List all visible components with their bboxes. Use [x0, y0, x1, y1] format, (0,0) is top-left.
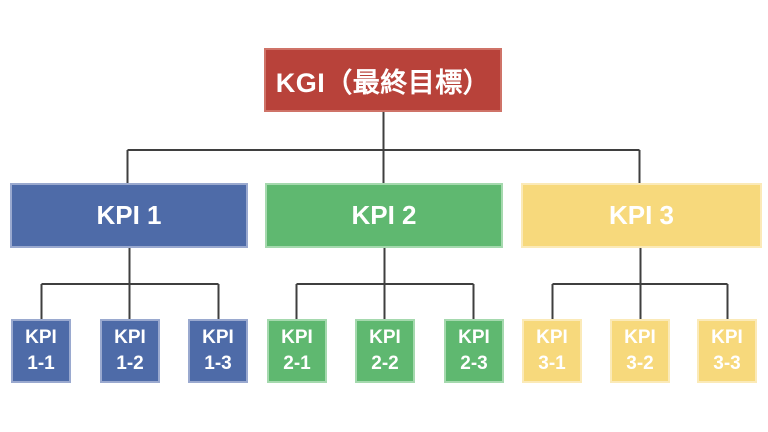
- kgi-root-label: KGI（最終目標）: [275, 67, 491, 98]
- kpi2-1-node: KPI 2-1: [267, 319, 327, 383]
- kpi2-2-label-line2: 2-2: [371, 353, 399, 374]
- kpi3-2-label-line2: 3-2: [626, 353, 654, 374]
- kpi2-2-node: KPI 2-2: [355, 319, 415, 383]
- kpi3-label: KPI 3: [608, 200, 675, 230]
- kpi2-3-label-line2: 2-3: [460, 353, 488, 374]
- kpi3-node: KPI 3: [521, 183, 762, 248]
- kpi1-2-node: KPI 1-2: [100, 319, 160, 383]
- kpi1-2-label-line2: 1-2: [116, 353, 144, 374]
- kpi3-1-node: KPI 3-1: [522, 319, 582, 383]
- kpi1-1-label-line2: 1-1: [27, 353, 55, 374]
- kpi3-3-node: KPI 3-3: [697, 319, 757, 383]
- kpi1-2-label-line1: KPI: [114, 327, 146, 348]
- kpi1-3-label-line2: 1-3: [204, 353, 232, 374]
- kpi1-node: KPI 1: [10, 183, 248, 248]
- kpi2-2-label-line1: KPI: [369, 327, 401, 348]
- kpi2-1-label-line2: 2-1: [283, 353, 311, 374]
- kpi2-node: KPI 2: [265, 183, 503, 248]
- kpi3-2-node: KPI 3-2: [610, 319, 670, 383]
- kpi3-1-label-line1: KPI: [536, 327, 568, 348]
- kpi2-3-label-line1: KPI: [458, 327, 490, 348]
- kpi2-3-node: KPI 2-3: [444, 319, 504, 383]
- kpi3-3-label-line1: KPI: [711, 327, 743, 348]
- kpi1-3-label-line1: KPI: [202, 327, 234, 348]
- kpi2-1-label-line1: KPI: [281, 327, 313, 348]
- kpi1-1-label-line1: KPI: [25, 327, 57, 348]
- kpi3-1-label-line2: 3-1: [538, 353, 566, 374]
- kpi3-3-label-line2: 3-3: [713, 353, 741, 374]
- kpi2-label: KPI 2: [351, 200, 417, 230]
- kgi-root-node: KGI（最終目標）: [264, 48, 502, 112]
- kpi3-2-label-line1: KPI: [624, 327, 656, 348]
- kpi1-1-node: KPI 1-1: [11, 319, 71, 383]
- kpi1-label: KPI 1: [96, 200, 162, 230]
- kpi1-3-node: KPI 1-3: [188, 319, 248, 383]
